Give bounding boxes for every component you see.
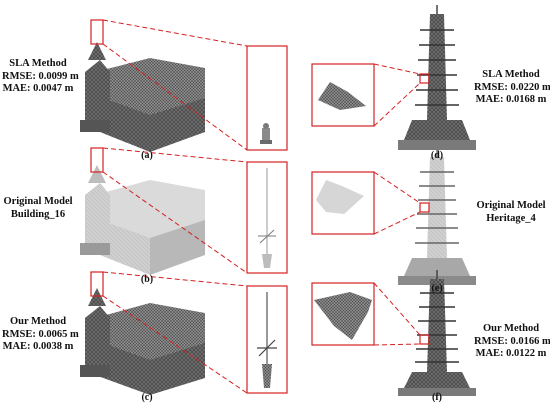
caption-a: (a): [141, 150, 153, 161]
rmse-value: RMSE: 0.0065 m: [2, 328, 79, 340]
rmse-value: RMSE: 0.0099 m: [2, 70, 79, 82]
mae-value: MAE: 0.0038 m: [2, 341, 74, 352]
caption-c: (c): [141, 392, 153, 403]
method-name: SLA Method: [482, 69, 540, 80]
building-model-a: [80, 42, 205, 152]
label-block-f: Our Method RMSE: 0.0166 m MAE: 0.0122 m: [474, 323, 550, 361]
highlight-region-b: [90, 147, 288, 274]
caption-d: (d): [430, 150, 444, 161]
pagoda-model-e: [398, 148, 476, 285]
building-model-b: [80, 165, 205, 275]
highlight-region-c: [90, 271, 288, 394]
model-id: Building_16: [10, 208, 66, 220]
label-block-c: Our Method RMSE: 0.0065 m MAE: 0.0038 m: [2, 316, 79, 354]
spire-detail-b: [258, 168, 276, 268]
rmse-value: RMSE: 0.0220 m: [474, 81, 550, 93]
label-block-e: Original Model Heritage_4: [474, 200, 548, 225]
highlight-region-f: [311, 282, 430, 346]
label-block-a: SLA Method RMSE: 0.0099 m MAE: 0.0047 m: [2, 58, 79, 96]
mae-value: MAE: 0.0122 m: [475, 348, 547, 359]
rmse-value: RMSE: 0.0166 m: [474, 335, 550, 347]
label-block-b: Original Model Building_16: [2, 196, 74, 221]
caption-f: (f): [432, 392, 442, 403]
eave-detail-e: [316, 180, 364, 214]
model-name: Original Model: [3, 196, 73, 207]
caption-e: (e): [431, 283, 443, 294]
model-name: Original Model: [476, 200, 546, 211]
mae-value: MAE: 0.0047 m: [2, 83, 74, 94]
caption-b: (b): [140, 274, 154, 285]
pagoda-eaves-e: [415, 171, 459, 244]
method-name: Our Method: [9, 316, 67, 327]
eave-detail-f: [314, 292, 372, 340]
label-block-d: SLA Method RMSE: 0.0220 m MAE: 0.0168 m: [474, 69, 550, 107]
building-model-c: [80, 288, 205, 395]
spire-detail-a: [260, 123, 272, 144]
mae-value: MAE: 0.0168 m: [475, 94, 547, 105]
spire-detail-c: [257, 292, 277, 388]
highlight-region-e: [311, 171, 430, 235]
highlight-region-d: [311, 63, 430, 127]
pagoda-model-d: [398, 5, 476, 150]
method-name: SLA Method: [9, 58, 67, 69]
method-name: Our Method: [482, 323, 540, 334]
pagoda-eaves-d: [415, 29, 459, 106]
highlight-region-a: [90, 19, 288, 151]
model-id: Heritage_4: [486, 212, 536, 224]
eave-detail-d: [318, 82, 366, 110]
